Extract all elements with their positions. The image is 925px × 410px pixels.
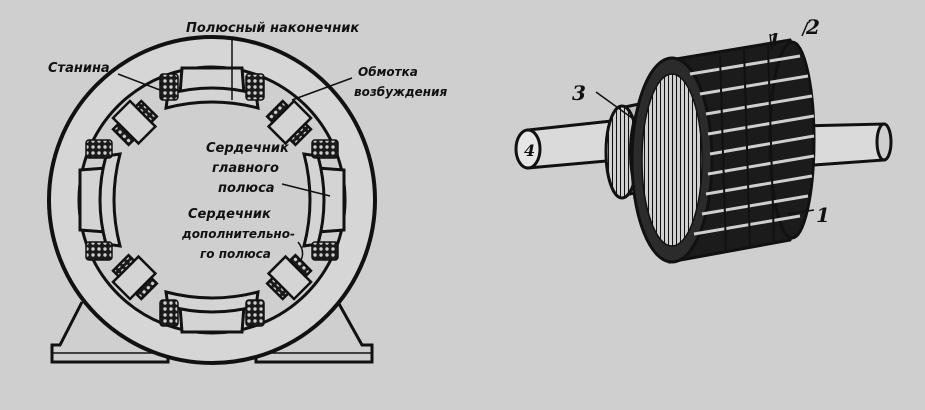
aux-poles xyxy=(111,99,313,301)
label-main-core-l3: полюса xyxy=(218,181,275,196)
label-frame: Станина xyxy=(48,61,110,76)
label-aux-core-l2: дополнительно- xyxy=(181,227,295,241)
label-winding-l1: Обмотка xyxy=(358,65,418,79)
label-main-core-l1: Сердечник xyxy=(206,141,290,156)
callout-1-top: 1 xyxy=(768,30,781,51)
callout-1-bottom: 1 xyxy=(816,203,830,227)
rotor-drawing: 3 1 2 4 1 xyxy=(514,15,893,264)
label-pole-shoe: Полюсный наконечник xyxy=(186,21,360,36)
callout-4: 4 xyxy=(524,141,535,160)
armature-core xyxy=(630,38,816,264)
callout-2: 2 xyxy=(805,15,820,39)
stator-leaders xyxy=(117,38,353,263)
label-winding-l2: возбуждения xyxy=(354,85,447,99)
rotor-leaders xyxy=(595,21,815,215)
shaft-end xyxy=(514,128,542,170)
label-aux-core-l3: го полюса xyxy=(200,247,271,261)
frame-inner-ring xyxy=(77,65,347,335)
label-aux-core-l1: Сердечник xyxy=(188,207,272,222)
callout-3: 3 xyxy=(572,81,586,105)
label-main-core-l2: главного xyxy=(212,161,279,176)
main-poles xyxy=(78,66,346,334)
stator-drawing: Станина Полюсный наконечник Обмотка возб… xyxy=(47,21,447,365)
field-windings xyxy=(85,73,339,327)
